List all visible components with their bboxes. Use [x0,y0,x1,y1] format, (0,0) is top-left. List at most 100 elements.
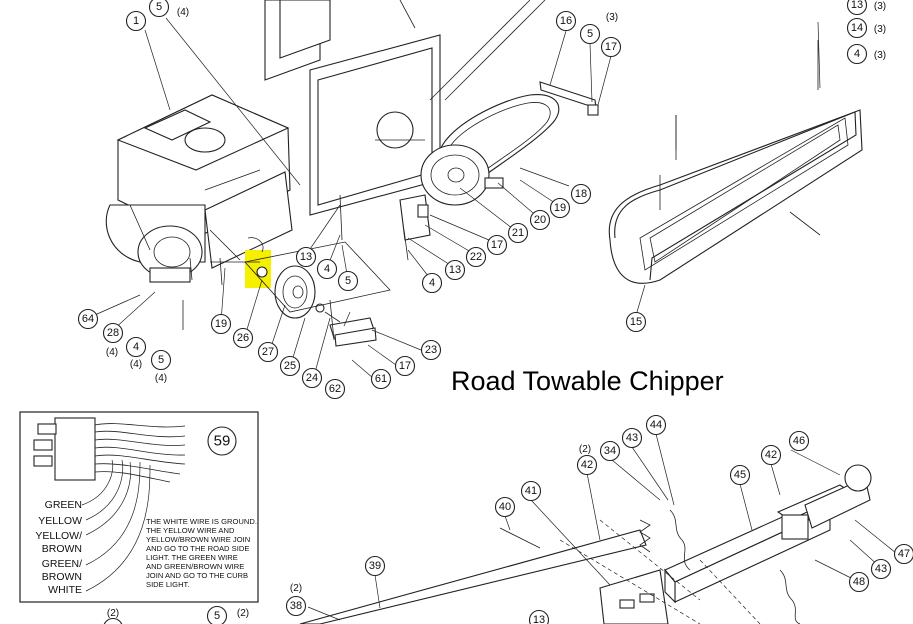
callout-balloon[interactable]: 20 [529,209,551,231]
svg-text:13: 13 [533,614,545,624]
svg-text:17: 17 [605,41,617,53]
callout-balloon[interactable]: 45 [729,464,751,486]
callout-balloon[interactable]: 38 [285,595,307,617]
callout-balloon[interactable]: 25 [279,355,301,377]
callout-balloon[interactable]: 5 [337,270,359,292]
qty-label: (3) [874,1,886,12]
svg-text:45: 45 [734,469,746,481]
callout-balloon[interactable]: 13 [444,259,466,281]
engine [105,94,293,283]
svg-text:27: 27 [262,346,274,358]
svg-text:43: 43 [626,432,638,444]
callout-balloon[interactable]: 17 [394,355,416,377]
callout-balloon[interactable]: 19 [210,313,232,335]
callout-balloon[interactable]: 43 [870,558,892,580]
callout-balloon[interactable]: 15 [625,311,647,333]
callout-balloon[interactable]: 1 [125,10,147,32]
wiring-note-7: JOIN AND GO TO THE CURB [146,571,248,580]
svg-text:24: 24 [306,372,318,384]
svg-text:5: 5 [214,610,220,622]
callout-balloon[interactable]: 64 [77,308,99,330]
callout-balloon[interactable]: 43 [621,427,643,449]
qty-label: (2) [290,583,302,594]
svg-text:46: 46 [793,435,805,447]
callout-balloon[interactable]: 42 [760,444,782,466]
callout-balloon[interactable]: 5 [148,0,170,18]
callout-balloon[interactable]: 26 [232,327,254,349]
callout-balloon[interactable]: 40 [494,496,516,518]
callout-balloon[interactable]: 46 [788,430,810,452]
callout-balloon[interactable]: 27 [257,341,279,363]
svg-text:19: 19 [554,202,566,214]
callout-balloon[interactable]: 21 [507,222,529,244]
callout-balloon[interactable]: 14 [846,17,868,39]
qty-label: (3) [606,12,618,23]
callout-group: 1 5 16 5 17 13 14 4 18 19 20 21 17 22 13… [77,0,913,624]
wiring-note-8: SIDE LIGHT. [146,580,189,589]
callout-balloon[interactable]: 4 [316,258,338,280]
wire-label-yellow-brown-1: YELLOW/ [35,530,82,542]
diagram-title: Road Towable Chipper [451,366,724,396]
callout-balloon[interactable]: 41 [520,480,542,502]
callout-balloon[interactable]: 48 [848,571,870,593]
callout-balloon[interactable]: 19 [549,197,571,219]
callout-balloon[interactable]: 16 [555,10,577,32]
callout-balloon[interactable]: 59 [207,426,237,456]
callout-balloon[interactable]: 5 [206,605,228,624]
callout-balloon[interactable]: 13 [846,0,868,16]
svg-text:42: 42 [581,459,593,471]
svg-text:26: 26 [237,332,249,344]
svg-text:17: 17 [491,239,503,251]
svg-text:5: 5 [158,354,164,366]
wiring-note-2: THE YELLOW WIRE AND [146,526,235,535]
wiring-note-4: AND GO TO THE ROAD SIDE [146,544,249,553]
callout-balloon[interactable]: 39 [364,555,386,577]
svg-text:34: 34 [604,445,616,457]
callout-balloon[interactable]: 4 [421,272,443,294]
callout-balloon[interactable]: 42 [576,454,598,476]
callout-balloon[interactable]: 4 [125,336,147,358]
tow-frame [299,433,897,624]
svg-text:44: 44 [650,419,662,431]
callout-balloon[interactable]: 22 [465,246,487,268]
qty-label: (2) [579,444,591,455]
svg-text:39: 39 [369,560,381,572]
svg-text:4: 4 [854,48,860,60]
svg-text:38: 38 [290,600,302,612]
callout-balloon[interactable]: 5 [579,23,601,45]
callout-balloon[interactable]: 34 [599,440,621,462]
qty-label: (4) [155,373,167,384]
callout-balloon[interactable]: 13 [295,246,317,268]
wire-label-green-brown-2: BROWN [42,571,82,583]
svg-text:5: 5 [345,275,351,287]
callout-balloon[interactable]: 47 [893,543,913,565]
svg-text:4: 4 [429,277,435,289]
callout-balloon[interactable]: 17 [600,36,622,58]
svg-text:48: 48 [853,576,865,588]
callout-balloon[interactable]: 18 [570,183,592,205]
callout-balloon[interactable] [103,617,123,624]
wiring-note-3: YELLOW/BROWN WIRE JOIN [146,535,250,544]
wiring-note-5: LIGHT. THE GREEN WIRE [146,553,238,562]
callout-balloon[interactable]: 4 [846,43,868,65]
qty-label: (4) [177,7,189,18]
callout-balloon[interactable]: 44 [645,414,667,436]
qty-label: (2) [107,608,119,619]
callout-balloon[interactable]: 13 [528,609,550,624]
callout-balloon[interactable]: 17 [486,234,508,256]
callout-balloon[interactable]: 5 [150,349,172,371]
wiring-inset: GREEN YELLOW YELLOW/ BROWN GREEN/ BROWN … [19,411,259,603]
callout-balloon[interactable]: 28 [102,322,124,344]
wire-label-white: WHITE [48,584,82,596]
callout-balloon[interactable]: 23 [420,339,442,361]
callout-balloon[interactable]: 24 [301,367,323,389]
callout-balloon[interactable]: 61 [370,368,392,390]
wiring-note-1: THE WHITE WIRE IS GROUND. [146,517,257,526]
svg-text:41: 41 [525,485,537,497]
svg-text:5: 5 [587,28,593,40]
svg-text:13: 13 [300,251,312,263]
qty-label: (2) [237,608,249,619]
svg-text:43: 43 [875,563,887,575]
callout-balloon[interactable]: 62 [324,378,346,400]
qty-label: (4) [130,359,142,370]
